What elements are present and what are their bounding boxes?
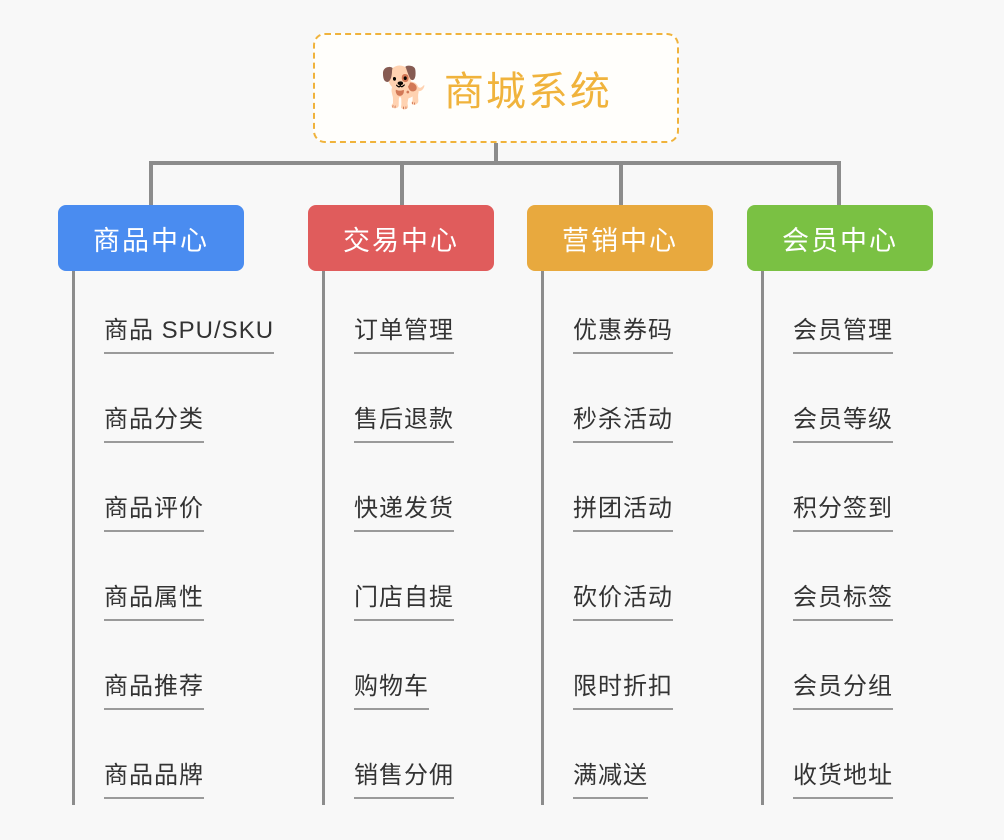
- leaf-item[interactable]: 优惠券码: [541, 271, 713, 360]
- leaf-list-0: 商品 SPU/SKU 商品分类 商品评价 商品属性 商品推荐 商品品牌: [72, 271, 275, 805]
- leaf-item[interactable]: 商品属性: [72, 538, 244, 627]
- leaf-list-1: 订单管理 售后退款 快递发货 门店自提 购物车 销售分佣: [322, 271, 494, 805]
- leaf-spine-3: [761, 271, 764, 805]
- leaf-list-3: 会员管理 会员等级 积分签到 会员标签 会员分组 收货地址: [761, 271, 933, 805]
- leaf-spine-1: [322, 271, 325, 805]
- branch-header-0[interactable]: 商品中心: [58, 205, 244, 271]
- leaf-item[interactable]: 限时折扣: [541, 627, 713, 716]
- leaf-label: 快递发货: [354, 488, 454, 532]
- leaf-label: 秒杀活动: [573, 399, 673, 443]
- root-node-label: 商城系统: [443, 70, 612, 114]
- connector-root-stem: [494, 143, 498, 165]
- leaf-item[interactable]: 商品评价: [72, 449, 244, 538]
- connector-drop-1: [400, 161, 404, 208]
- leaf-label: 商品推荐: [104, 666, 204, 710]
- branch-column-1: 交易中心 订单管理 售后退款 快递发货 门店自提 购物车 销售分佣: [308, 205, 494, 805]
- connector-horizontal-bar: [149, 161, 841, 165]
- leaf-item[interactable]: 收货地址: [761, 716, 933, 805]
- leaf-label: 会员分组: [793, 666, 893, 710]
- leaf-item[interactable]: 会员分组: [761, 627, 933, 716]
- branch-column-0: 商品中心 商品 SPU/SKU 商品分类 商品评价 商品属性 商品推荐 商品品牌: [58, 205, 275, 805]
- leaf-label: 商品 SPU/SKU: [104, 310, 275, 354]
- leaf-label: 满减送: [573, 755, 648, 799]
- leaf-item[interactable]: 会员等级: [761, 360, 933, 449]
- connector-drop-2: [619, 161, 623, 208]
- leaf-label: 售后退款: [354, 399, 454, 443]
- leaf-item[interactable]: 商品分类: [72, 360, 244, 449]
- connector-drop-0: [149, 161, 153, 208]
- branch-header-2[interactable]: 营销中心: [527, 205, 713, 271]
- leaf-item[interactable]: 商品推荐: [72, 627, 244, 716]
- branch-header-3[interactable]: 会员中心: [747, 205, 933, 271]
- leaf-label: 购物车: [354, 666, 429, 710]
- connector-drop-3: [837, 161, 841, 208]
- leaf-label: 商品评价: [104, 488, 204, 532]
- leaf-label: 商品属性: [104, 577, 204, 621]
- leaf-item[interactable]: 会员管理: [761, 271, 933, 360]
- shiba-dog-face-icon: 🐕: [380, 66, 430, 110]
- leaf-label: 门店自提: [354, 577, 454, 621]
- leaf-label: 订单管理: [354, 310, 454, 354]
- leaf-label: 商品分类: [104, 399, 204, 443]
- leaf-item[interactable]: 商品 SPU/SKU: [72, 271, 275, 360]
- branch-column-3: 会员中心 会员管理 会员等级 积分签到 会员标签 会员分组 收货地址: [747, 205, 933, 805]
- leaf-spine-0: [72, 271, 75, 805]
- leaf-label: 销售分佣: [354, 755, 454, 799]
- leaf-item[interactable]: 满减送: [541, 716, 713, 805]
- leaf-spine-2: [541, 271, 544, 805]
- leaf-item[interactable]: 商品品牌: [72, 716, 244, 805]
- leaf-item[interactable]: 销售分佣: [322, 716, 494, 805]
- leaf-label: 会员管理: [793, 310, 893, 354]
- leaf-item[interactable]: 砍价活动: [541, 538, 713, 627]
- branch-column-2: 营销中心 优惠券码 秒杀活动 拼团活动 砍价活动 限时折扣 满减送: [527, 205, 713, 805]
- leaf-label: 收货地址: [793, 755, 893, 799]
- leaf-item[interactable]: 售后退款: [322, 360, 494, 449]
- leaf-item[interactable]: 快递发货: [322, 449, 494, 538]
- leaf-label: 会员标签: [793, 577, 893, 621]
- leaf-label: 砍价活动: [573, 577, 673, 621]
- branch-header-1[interactable]: 交易中心: [308, 205, 494, 271]
- leaf-label: 会员等级: [793, 399, 893, 443]
- leaf-item[interactable]: 订单管理: [322, 271, 494, 360]
- leaf-item[interactable]: 购物车: [322, 627, 494, 716]
- leaf-label: 积分签到: [793, 488, 893, 532]
- leaf-label: 拼团活动: [573, 488, 673, 532]
- leaf-list-2: 优惠券码 秒杀活动 拼团活动 砍价活动 限时折扣 满减送: [541, 271, 713, 805]
- leaf-label: 限时折扣: [573, 666, 673, 710]
- leaf-item[interactable]: 积分签到: [761, 449, 933, 538]
- leaf-label: 商品品牌: [104, 755, 204, 799]
- leaf-item[interactable]: 门店自提: [322, 538, 494, 627]
- leaf-label: 优惠券码: [573, 310, 673, 354]
- leaf-item[interactable]: 会员标签: [761, 538, 933, 627]
- root-node[interactable]: 🐕 商城系统: [313, 33, 679, 143]
- leaf-item[interactable]: 拼团活动: [541, 449, 713, 538]
- leaf-item[interactable]: 秒杀活动: [541, 360, 713, 449]
